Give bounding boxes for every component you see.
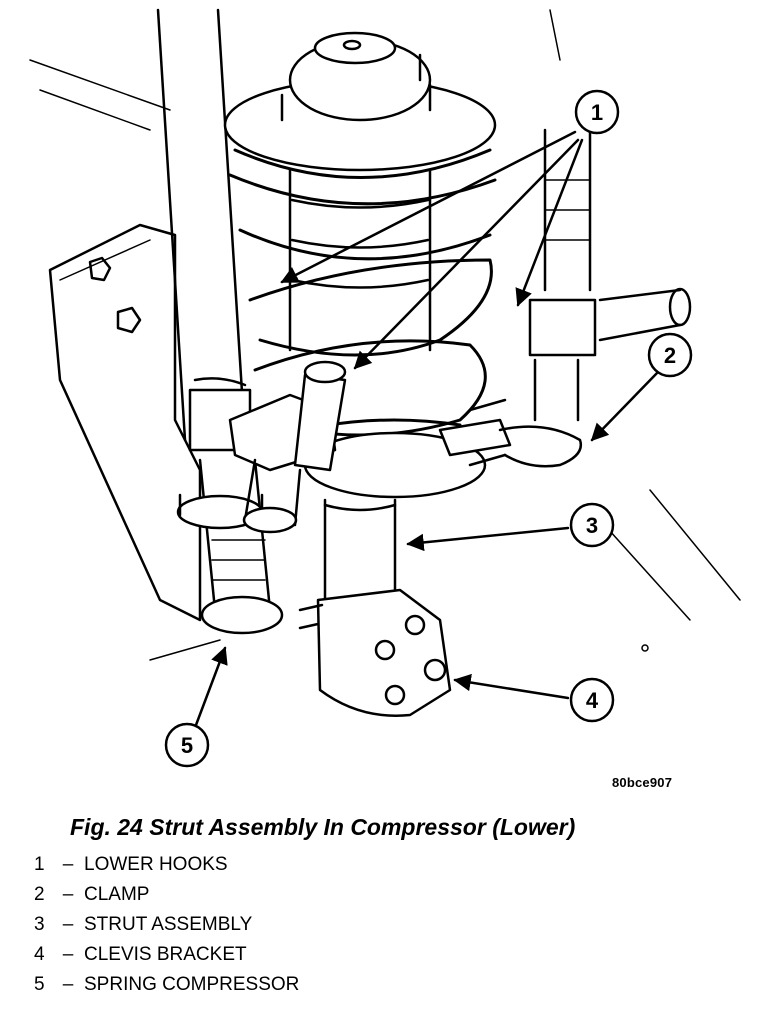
legend-separator: – [62, 914, 74, 935]
legend-label: CLAMP [84, 884, 150, 905]
legend-number: 4 [34, 944, 45, 965]
legend-number: 5 [34, 974, 45, 995]
arrow-5 [194, 646, 228, 727]
upper-strut-mount [223, 31, 497, 172]
legend-item: 3 – STRUT ASSEMBLY [34, 910, 299, 940]
callout-2: 2 [647, 332, 693, 378]
arrow-3 [406, 526, 570, 552]
legend-separator: – [62, 974, 74, 995]
legend-item: 1 – LOWER HOOKS [34, 850, 299, 880]
clamp [438, 398, 583, 468]
figure-code: 80bce907 [612, 775, 673, 790]
arrow-1b [353, 138, 580, 370]
strut-compressor-illustration: 1 2 3 4 5 [29, 8, 741, 768]
callout-arrows [194, 130, 660, 727]
figure-caption: Fig. 24 Strut Assembly In Compressor (Lo… [70, 814, 576, 840]
callout-3: 3 [569, 502, 615, 548]
legend-number: 1 [34, 854, 45, 875]
bracket-nut-lower [116, 306, 142, 334]
arrow-1c [515, 138, 584, 307]
arrow-1a [280, 130, 577, 284]
bracket-nut-upper [88, 256, 112, 282]
legend-item: 4 – CLEVIS BRACKET [34, 940, 299, 970]
legend-number: 2 [34, 884, 45, 905]
callout-4-label: 4 [586, 688, 599, 713]
legend-label: SPRING COMPRESSOR [84, 974, 300, 995]
legend-item: 5 – SPRING COMPRESSOR [34, 970, 299, 1000]
callout-1-label: 1 [591, 100, 603, 125]
legend-separator: – [62, 884, 74, 905]
callout-5-label: 5 [181, 733, 193, 758]
callout-5: 5 [164, 722, 210, 768]
legend-label: LOWER HOOKS [84, 854, 228, 875]
compressor-bracket [48, 223, 202, 622]
callout-3-label: 3 [586, 513, 598, 538]
callout-4: 4 [569, 677, 615, 723]
legend-separator: – [62, 944, 74, 965]
legend-label: CLEVIS BRACKET [84, 944, 247, 965]
callout-2-label: 2 [664, 343, 676, 368]
clevis-bracket [298, 588, 452, 717]
lower-hooks [228, 360, 347, 534]
legend-separator: – [62, 854, 74, 875]
legend-list: 1 – LOWER HOOKS 2 – CLAMP 3 – STRUT ASSE… [34, 850, 299, 1000]
legend-label: STRUT ASSEMBLY [84, 914, 253, 935]
legend-number: 3 [34, 914, 45, 935]
arrow-4 [453, 673, 570, 700]
compressor-rod-right [528, 128, 692, 422]
arrow-2 [590, 370, 660, 442]
callout-1: 1 [574, 89, 620, 135]
workbench-lines [29, 9, 741, 661]
legend-item: 2 – CLAMP [34, 880, 299, 910]
